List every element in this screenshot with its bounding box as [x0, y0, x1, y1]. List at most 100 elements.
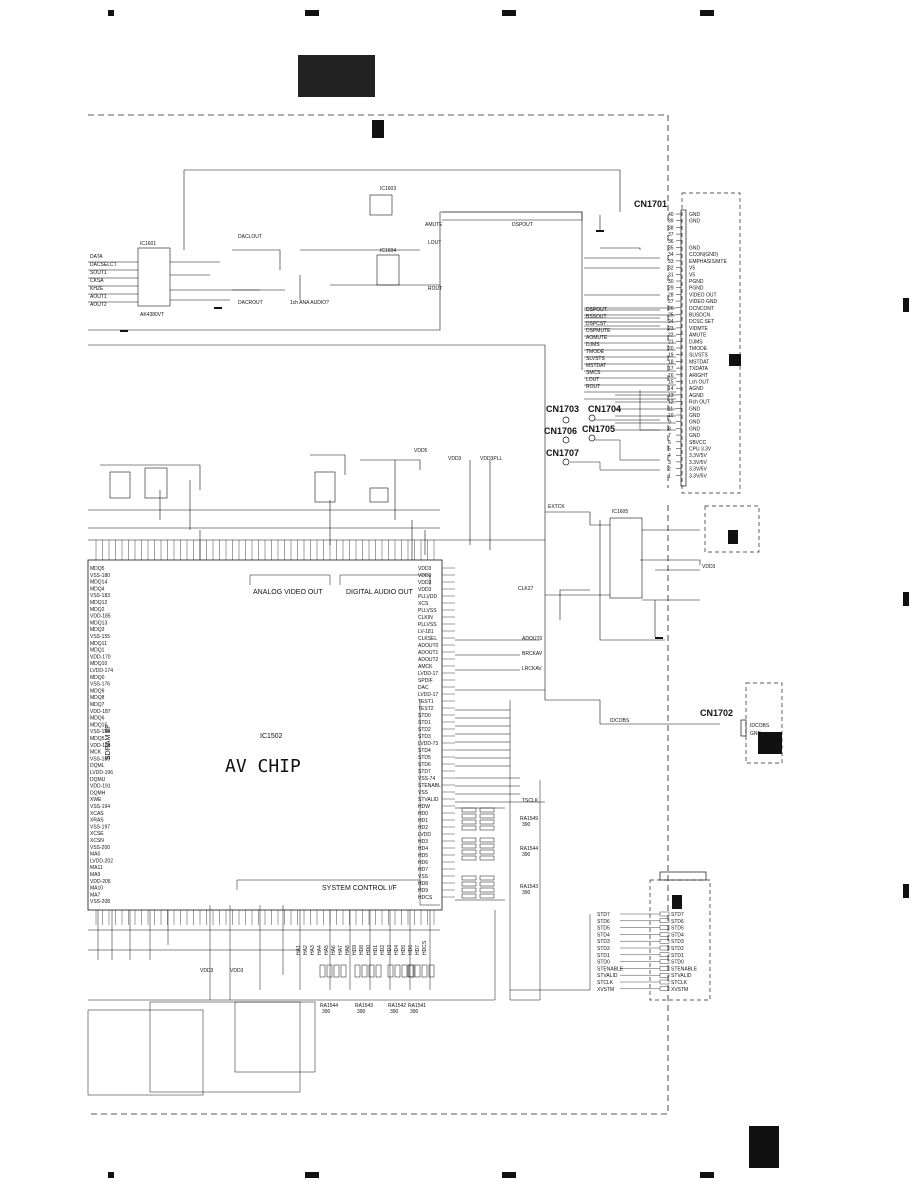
harness-net-label: SLVSTS [586, 356, 605, 362]
resistor-element [479, 881, 495, 887]
av-right-pin-label: TEST2 [418, 706, 434, 712]
vdd3-bottom-label: VDD3 [200, 968, 214, 974]
resistor-element [479, 855, 495, 861]
ts-resistor [659, 986, 670, 991]
bottom-bus-label: HA6 [331, 945, 337, 955]
av-left-pin-label: DQMH [90, 790, 106, 796]
av-left-pin-label: VSS-180 [90, 573, 110, 579]
ts-resistor [659, 966, 670, 971]
cn1705-label: CN1705 [582, 424, 615, 434]
dac-net-label: DATA [90, 254, 103, 260]
bottom-bus-label: HD5 [401, 945, 407, 955]
cn1701-pin-number: 3 [668, 460, 671, 466]
av-right-pin-label: LVDD-17 [418, 671, 438, 677]
cn1701-pin-number: 39 [668, 219, 674, 225]
cn1701-pin-number: 31 [668, 272, 674, 278]
ts-signal-left: STVALID [597, 973, 618, 979]
cn1701-pin-label: VIDEO OUT [689, 292, 717, 298]
av-right-pin-label: LVDD-17 [418, 692, 438, 698]
cn1701-pin-number: 20 [668, 346, 674, 352]
bottom-bus-label: HD2 [380, 945, 386, 955]
ts-signal-left: STD5 [597, 926, 610, 932]
av-left-pin-label: LVDD-174 [90, 668, 113, 674]
cn1707-label: CN1707 [546, 448, 579, 458]
cn1701-pin-number: 38 [668, 225, 674, 231]
cn1701-pin-label: SLVSTS [689, 353, 708, 359]
bottom-resistor [340, 964, 347, 978]
resistor-element [461, 813, 477, 819]
cn1701-pin-label: Lch OUT [689, 380, 709, 386]
av-left-pin-label: MDQ8 [90, 695, 105, 701]
av-left-pin-label: VDD-184 [90, 743, 111, 749]
cn1701-pin-label: SBVCC [689, 440, 707, 446]
ts-resistor [659, 973, 670, 978]
av-right-pin-label: HD5 [418, 853, 428, 859]
av-right-pin-label: LVDD [418, 832, 431, 838]
ts-signal-right: STENABLE [671, 966, 698, 972]
ts-signal-right: STD3 [671, 939, 684, 945]
cn1701-pin-number: 28 [668, 292, 674, 298]
lower-components [87, 905, 496, 1096]
av-right-pin-label: DAC [418, 685, 429, 691]
tsclk-label: TSCLK [522, 798, 539, 804]
bottom-resistor [326, 964, 333, 978]
ts-resistor [659, 939, 670, 944]
dac-net-label: KHZE [90, 286, 104, 292]
harness-net-label: AOMUTE [586, 335, 608, 341]
analog-video-out-label: ANALOG VIDEO OUT [253, 589, 323, 596]
ts-resistor [659, 932, 670, 937]
bottom-bus-label: HA1 [296, 945, 302, 955]
av-right-pin-label: STD5 [418, 755, 431, 761]
cn1701-pin-number: 6 [668, 440, 671, 446]
cn1701-pin-label: TXDATA [689, 366, 709, 372]
av-chip-name: AV CHIP [225, 756, 301, 777]
resistor-element [479, 837, 495, 843]
registration-marks [108, 10, 909, 1178]
cn1701-marker [729, 354, 741, 366]
av-left-pin-label: MA7 [90, 892, 101, 898]
cn1701-pin-number: 19 [668, 353, 674, 359]
av-left-pin-label: XWE [90, 797, 102, 803]
cn1701-pin-list: GND40GND39383736GND35CCON(GND)34EMPHASIS… [668, 212, 727, 479]
av-left-pin-label: MA10 [90, 886, 103, 892]
lrckav-label: LRCKAV [522, 666, 542, 672]
av-left-pin-label: XCSN [90, 838, 104, 844]
dac-net-label: SOUT1 [90, 270, 107, 276]
av-right-pin-label: STD7 [418, 769, 431, 775]
ts-signal-left: STD2 [597, 946, 610, 952]
bottom-resistor-ref: RA1541 [408, 1003, 426, 1009]
cn1701-pin-number: 15 [668, 380, 674, 386]
av-chip-left-pins: MDQ5VSS-180MDQ14MDQ4VSS-183MDQ12MDQ2VDD-… [90, 566, 113, 905]
ts-signal-right: STD4 [671, 932, 684, 938]
ts-signal-left: STENABLE [597, 966, 624, 972]
bottom-resistor-value: 390 [410, 1009, 419, 1015]
ts-signal-left: STD0 [597, 960, 610, 966]
resistor-element [479, 875, 495, 881]
cn1701-pin-number: 26 [668, 306, 674, 312]
av-left-pin-label: MCK [90, 750, 102, 756]
regulator-area [88, 454, 545, 560]
cn1701-pin-label: 3.3V/5V [689, 460, 707, 466]
av-left-pin-label: XCAS [90, 811, 104, 817]
av-right-pin-label: HD2 [418, 825, 428, 831]
ts-signal-left: STD6 [597, 919, 610, 925]
resistor-element [479, 813, 495, 819]
av-left-pin-label: MDQ4 [90, 586, 105, 592]
cn1703-label: CN1703 [546, 404, 579, 414]
rout-label: ROUT [428, 286, 442, 292]
cn1701-pin-number: 11 [668, 406, 673, 412]
av-right-pin-label: HD7 [418, 867, 428, 873]
cn1701-pin-number: 1 [668, 473, 671, 479]
ts-signal-left: STD4 [597, 932, 610, 938]
harness-net-label: BSSOUT [586, 314, 607, 320]
jumper-marker [728, 530, 738, 544]
harness-net-label: TMODE [586, 349, 605, 355]
cn1701-pin-number: 37 [668, 232, 674, 238]
ic1601-part: AK4380VT [140, 312, 164, 318]
ts-box-marker [672, 895, 682, 909]
cn1701-pin-label: 3.3V/5V [689, 473, 707, 479]
av-right-pin-label: VDD3 [418, 573, 432, 579]
ts-resistor [659, 925, 670, 930]
